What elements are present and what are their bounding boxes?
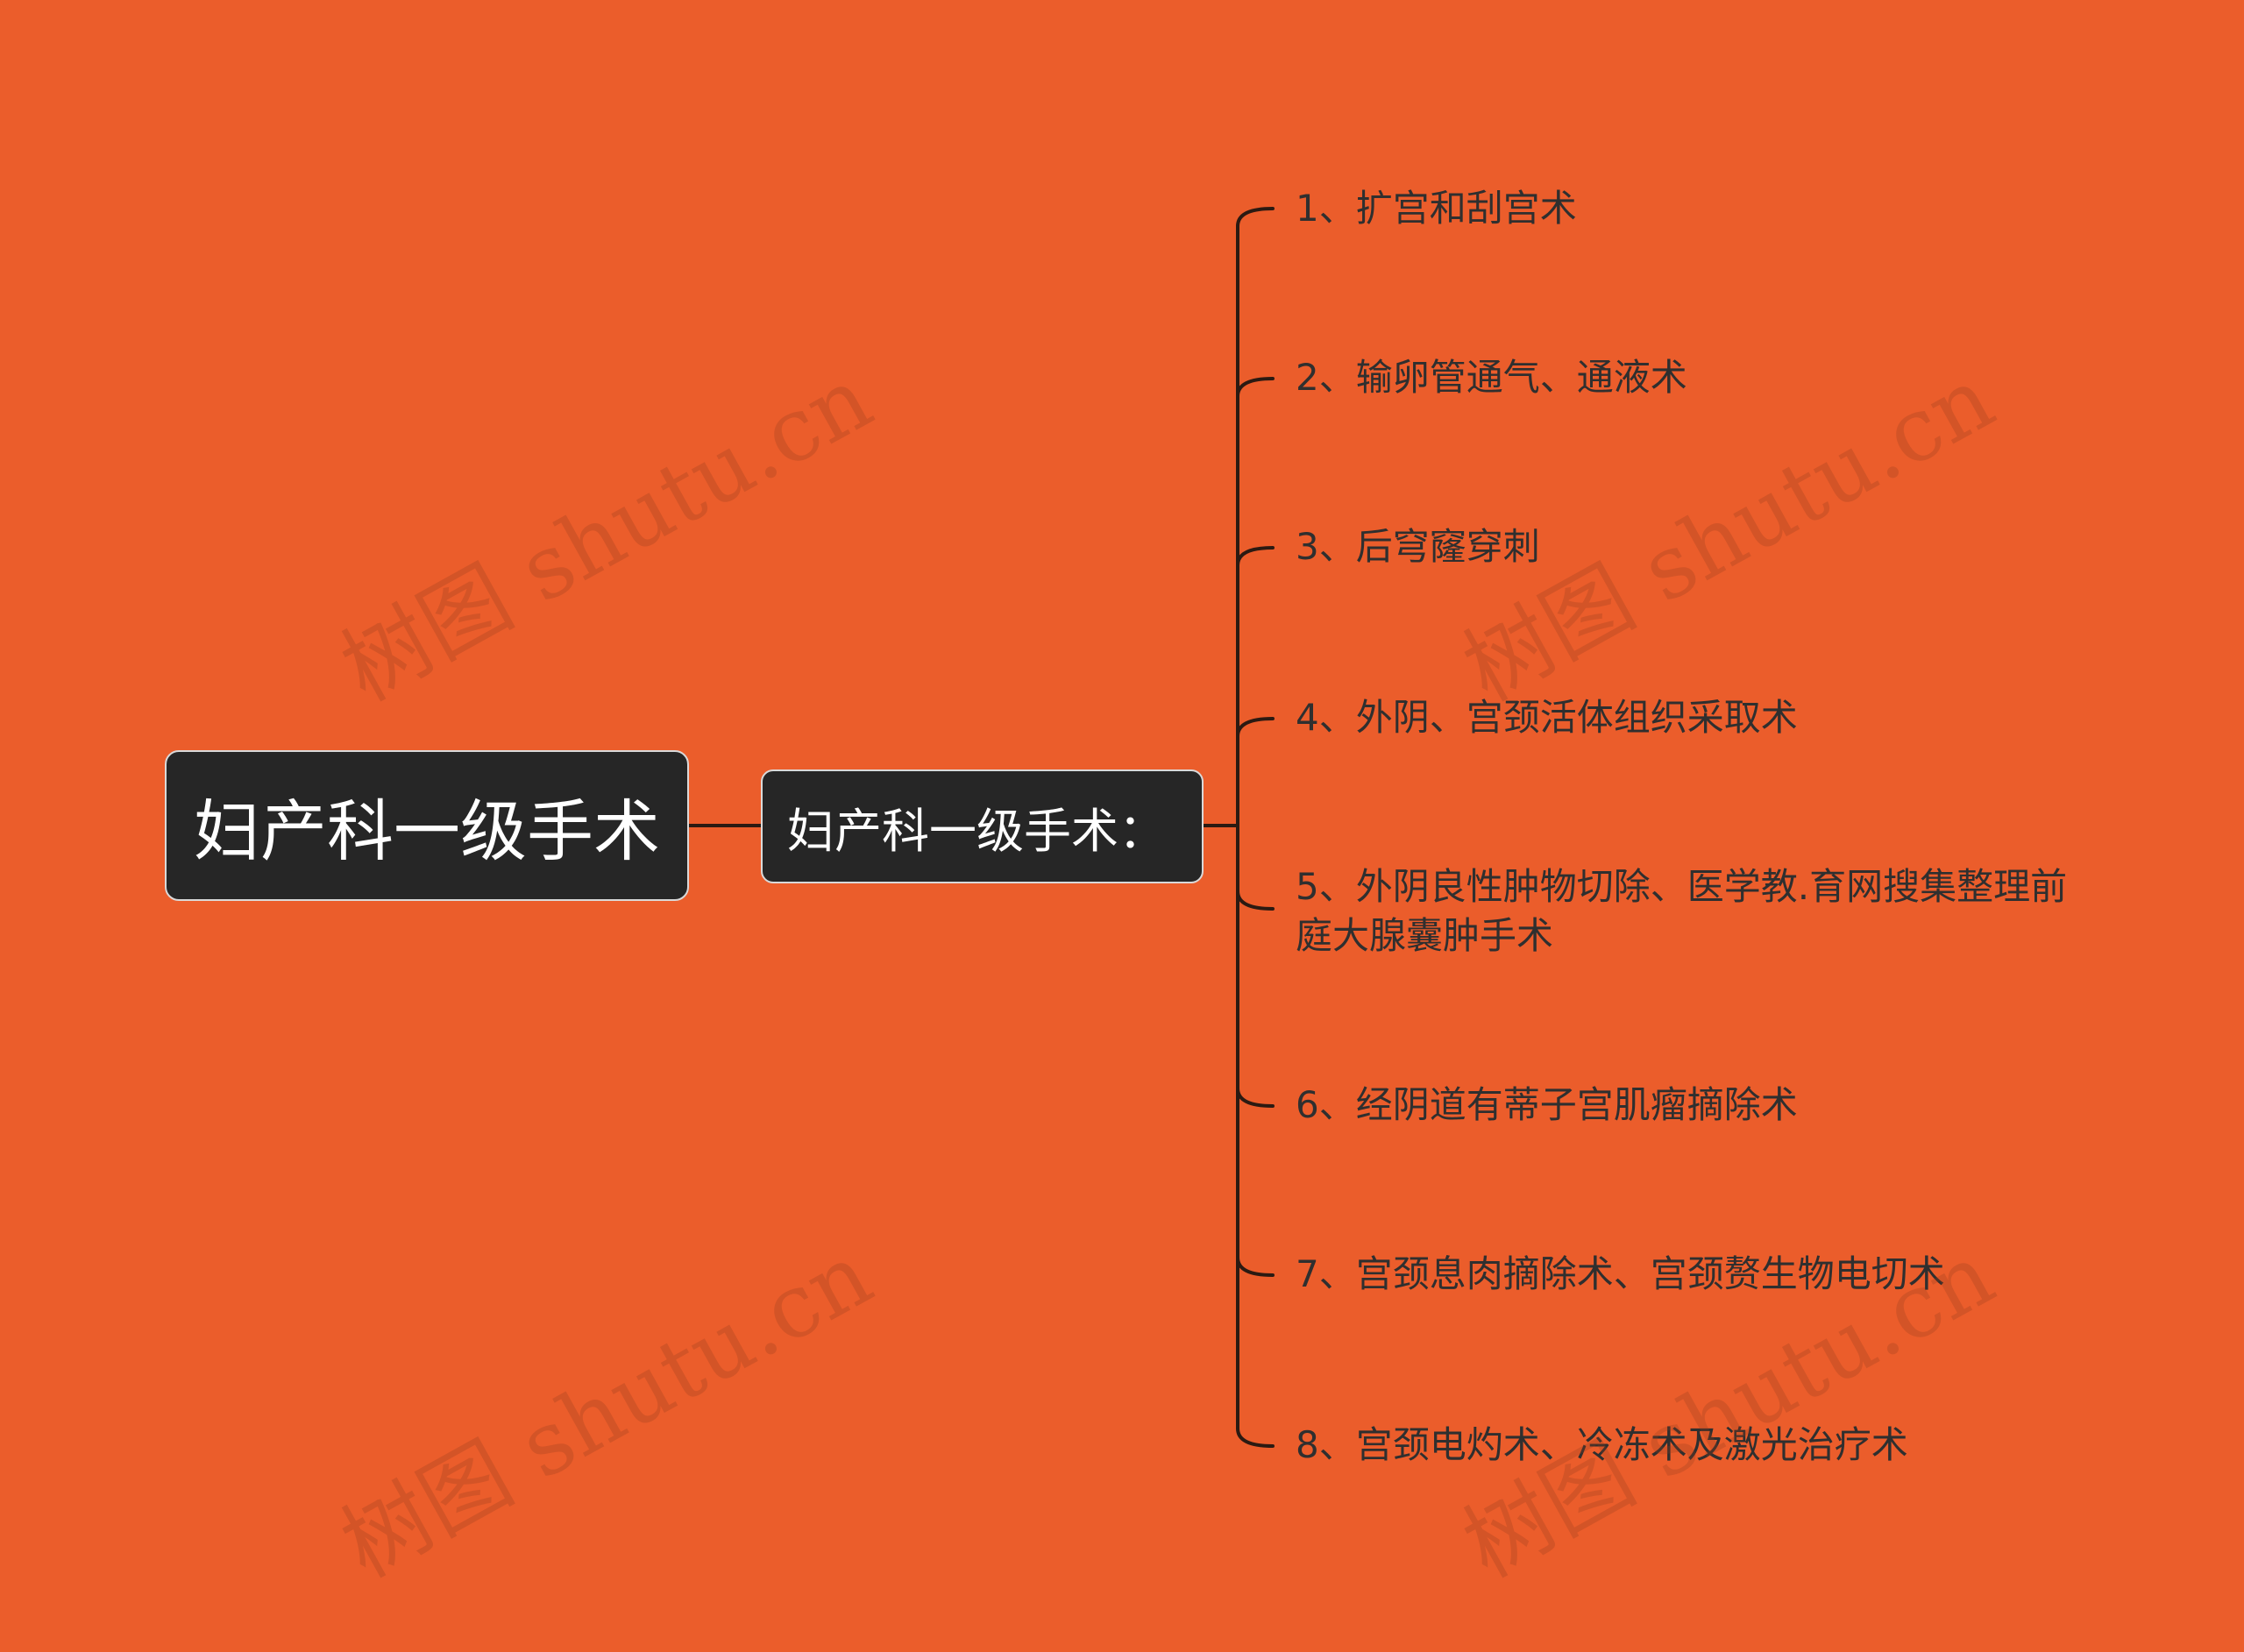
leaf-connector-6 [1236, 1087, 1275, 1108]
leaf-item-4[interactable]: 4、外阴、宫颈活体组织采取术 [1296, 696, 1798, 739]
root-node-label: 妇产科一级手术 [194, 792, 660, 870]
leaf-connector-7 [1236, 1256, 1275, 1277]
branch-node-label: 妇产科一级手术： [787, 803, 1166, 859]
root-node[interactable]: 妇产科一级手术 [165, 750, 689, 901]
leaf-connector-8 [1236, 1427, 1275, 1448]
leaf-connector-2 [1236, 377, 1275, 398]
leaf-item-2[interactable]: 2、输卵管通气、通液术 [1296, 356, 1687, 399]
leaf-connector-1 [1236, 207, 1275, 228]
leaf-item-3[interactable]: 3、后穹窿穿刺 [1296, 525, 1540, 568]
leaf-item-6[interactable]: 6、经阴道有蒂子宫肌瘤摘除术 [1296, 1083, 1798, 1126]
leaf-connector-3 [1236, 546, 1275, 567]
leaf-item-5[interactable]: 5、外阴良性肿物切除、医学教.育网搜集整理前庭大腺囊肿手术 [1296, 865, 2068, 957]
leaf-connector-4 [1236, 717, 1275, 738]
branch-node[interactable]: 妇产科一级手术： [761, 769, 1204, 883]
leaf-item-7[interactable]: 7、宫颈息肉摘除术、宫颈赘生物电切术 [1296, 1252, 1945, 1295]
leaf-item-8[interactable]: 8、宫颈电灼术、冷冻术及激光治疗术 [1296, 1423, 1908, 1466]
leaf-connector-5 [1236, 890, 1275, 911]
leaf-item-1[interactable]: 1、扩宫和刮宫术 [1296, 187, 1577, 230]
